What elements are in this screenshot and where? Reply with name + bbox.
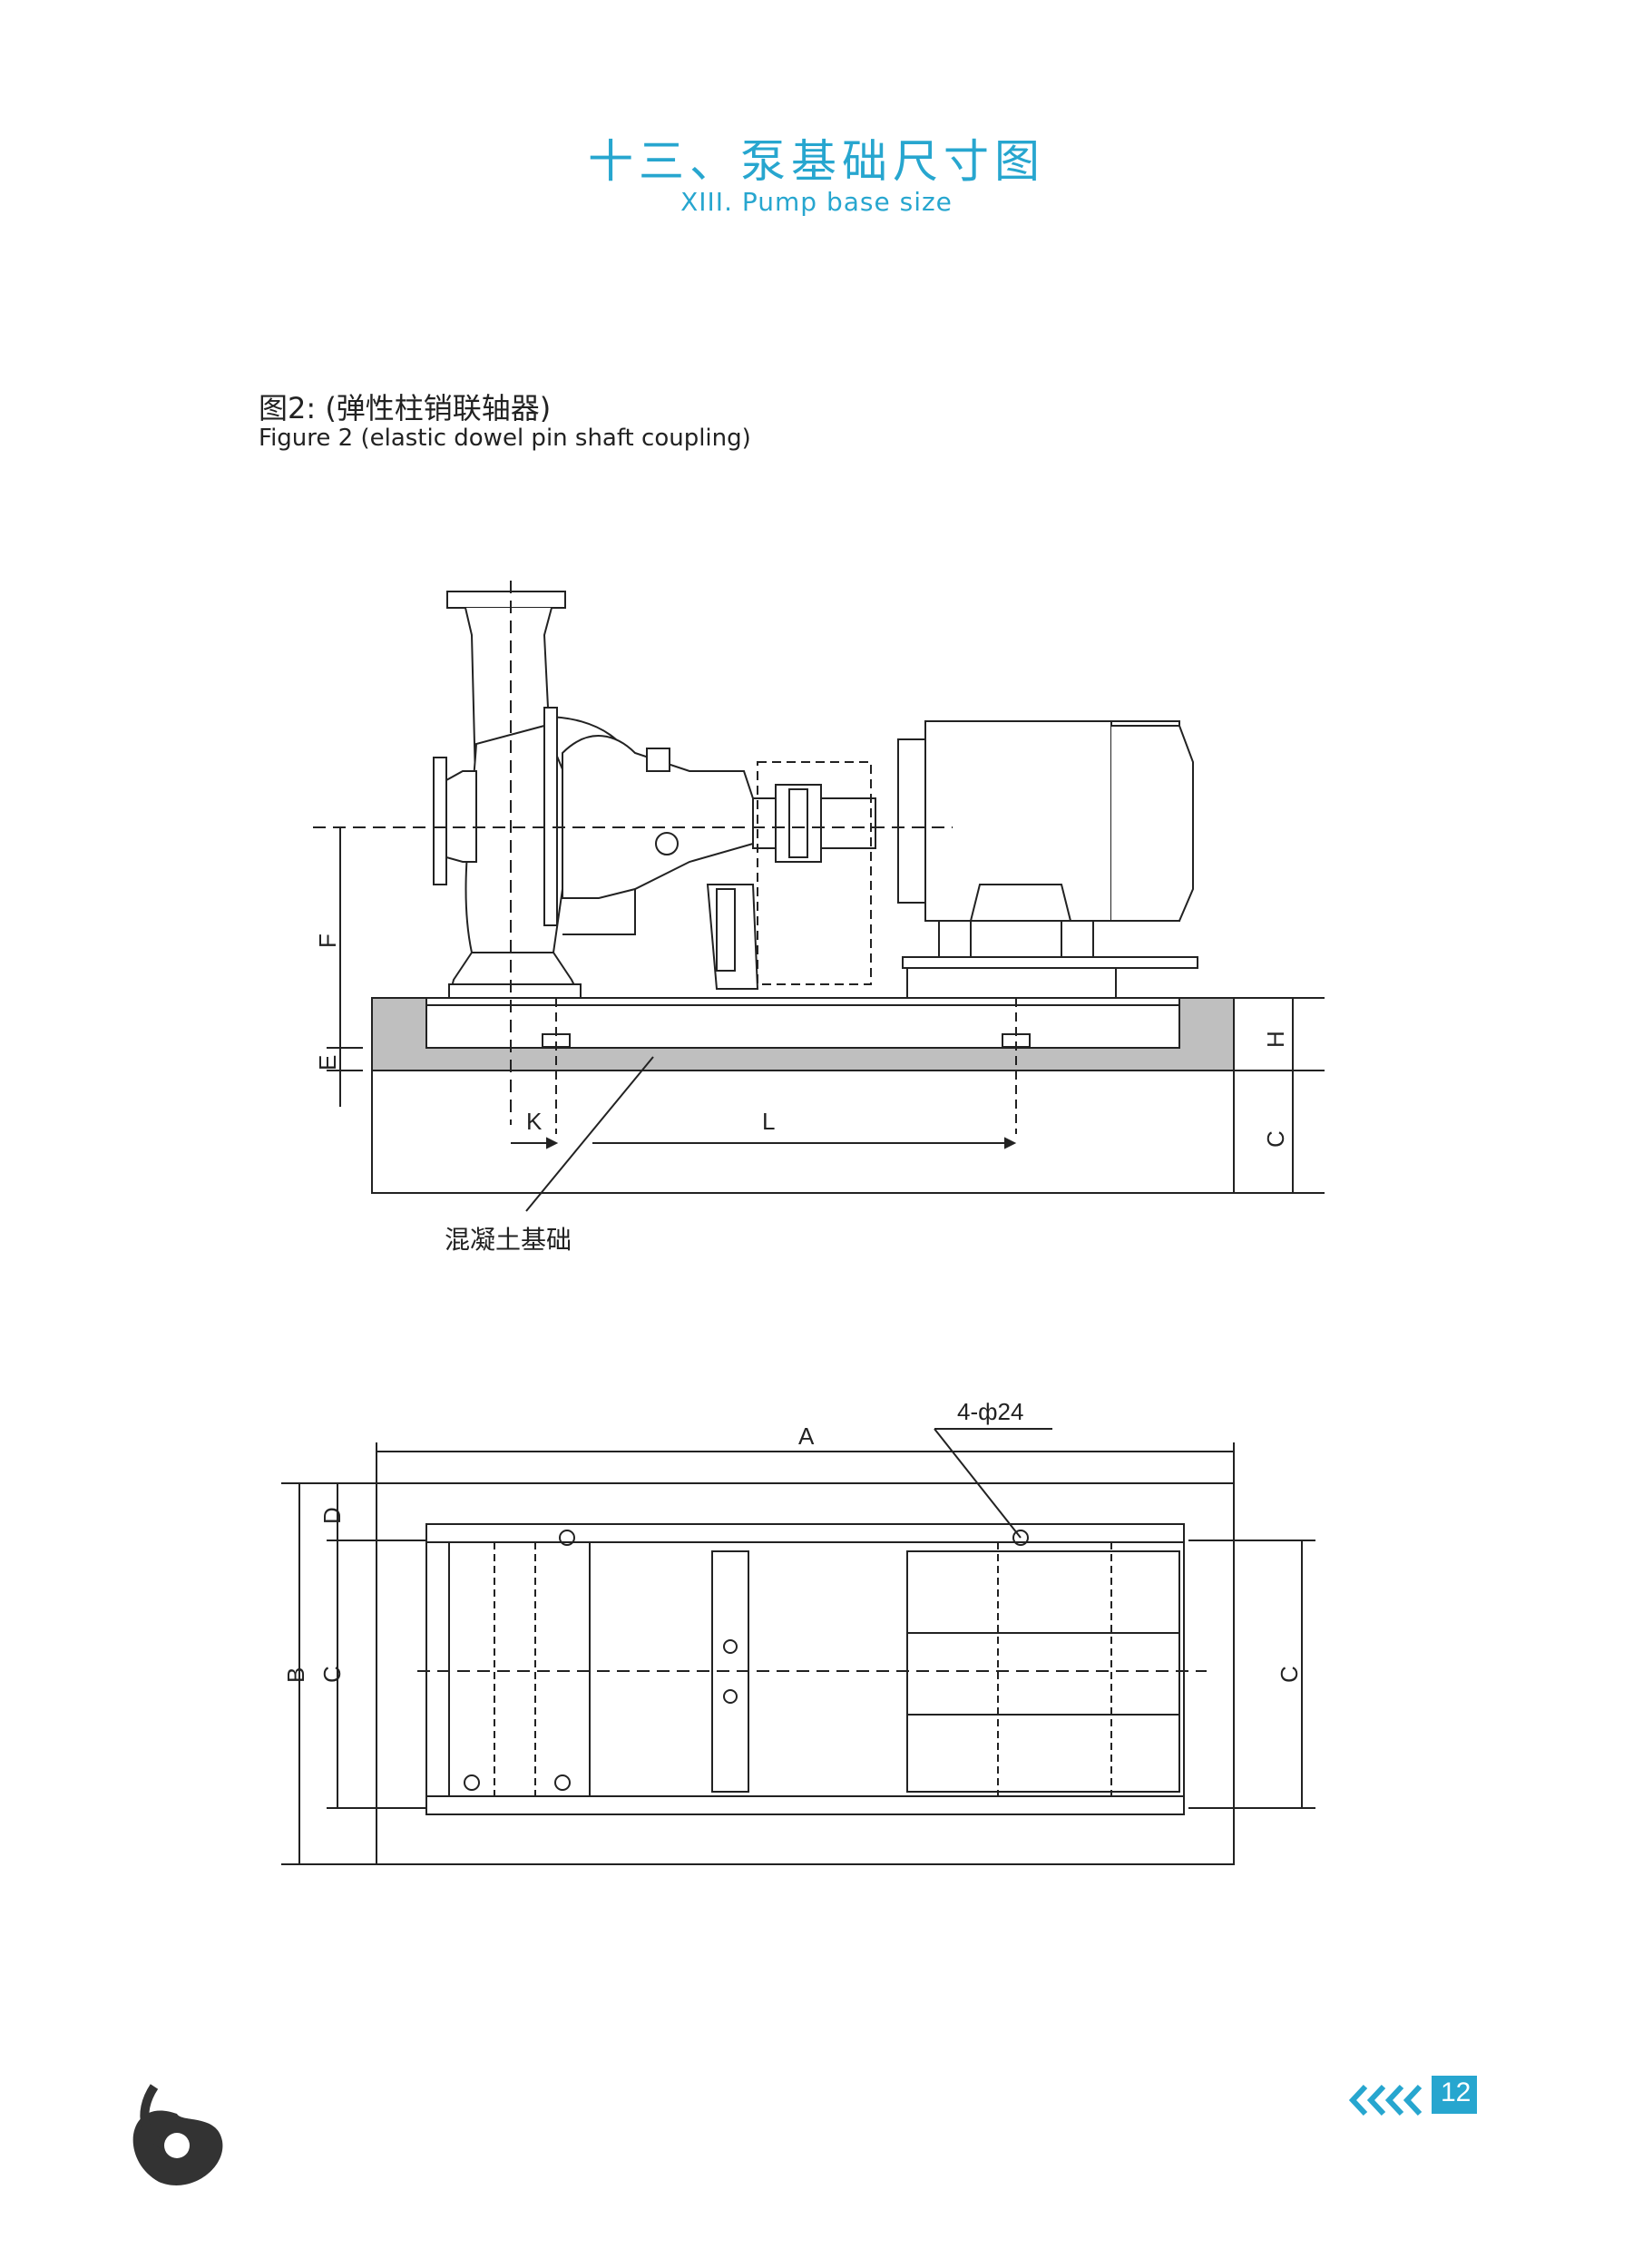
side-view-dimension-labels: F E H C K L: [314, 934, 1289, 1148]
dim-label-C-top-left: C: [318, 1666, 346, 1683]
dim-label-C-top-right: C: [1276, 1666, 1303, 1683]
bearing-oil-sight: [655, 832, 679, 855]
dim-label-A: A: [798, 1422, 815, 1450]
top-view: [281, 1428, 1315, 1865]
motor-end-cover: [1111, 725, 1194, 922]
dim-label-C-side: C: [1262, 1130, 1289, 1148]
page-number: 12: [1441, 2077, 1472, 2107]
motor-flange: [897, 738, 926, 904]
anchor-hole: [559, 1530, 575, 1546]
figure-caption-chinese: 图2: (弹性柱销联轴器): [259, 391, 552, 425]
figure-caption-english: Figure 2 (elastic dowel pin shaft coupli…: [259, 425, 751, 452]
page-title-chinese: 十三、泵基础尺寸图: [588, 135, 1045, 188]
dim-label-K: K: [526, 1108, 543, 1135]
dim-label-F: F: [314, 934, 341, 948]
anchor-hole: [1012, 1530, 1029, 1546]
motor-terminal-box: [969, 884, 1072, 922]
pump-pedestal-top: [448, 1541, 591, 1797]
concrete-foundation-label: 混凝土基础: [445, 1225, 572, 1255]
motor-base-plate: [902, 956, 1198, 969]
dim-label-E: E: [314, 1055, 341, 1070]
side-view: [313, 581, 1325, 1212]
bearing-housing: [562, 735, 754, 899]
company-logo: [132, 2084, 223, 2185]
top-view-dimension-labels: A B C D C 4-ф24: [282, 1398, 1303, 1683]
coupling-guard: [757, 761, 872, 985]
dim-label-D: D: [318, 1507, 346, 1524]
page-number-badge: [1348, 2076, 1477, 2116]
page-title-english: XIII. Pump base size: [680, 187, 953, 217]
dim-label-B: B: [282, 1667, 309, 1683]
concrete-foundation-lower: [371, 1070, 1235, 1194]
concrete-leader-line: [525, 1056, 654, 1212]
pump-suction-flange: [433, 757, 447, 885]
hole-leader-line: [934, 1428, 1022, 1539]
hole-spec-label: 4-ф24: [957, 1398, 1023, 1425]
dim-label-H: H: [1262, 1031, 1289, 1048]
pump-discharge-flange: [446, 591, 566, 609]
anchor-hole: [464, 1774, 480, 1791]
anchor-hole: [554, 1774, 571, 1791]
dim-label-L: L: [762, 1108, 775, 1135]
